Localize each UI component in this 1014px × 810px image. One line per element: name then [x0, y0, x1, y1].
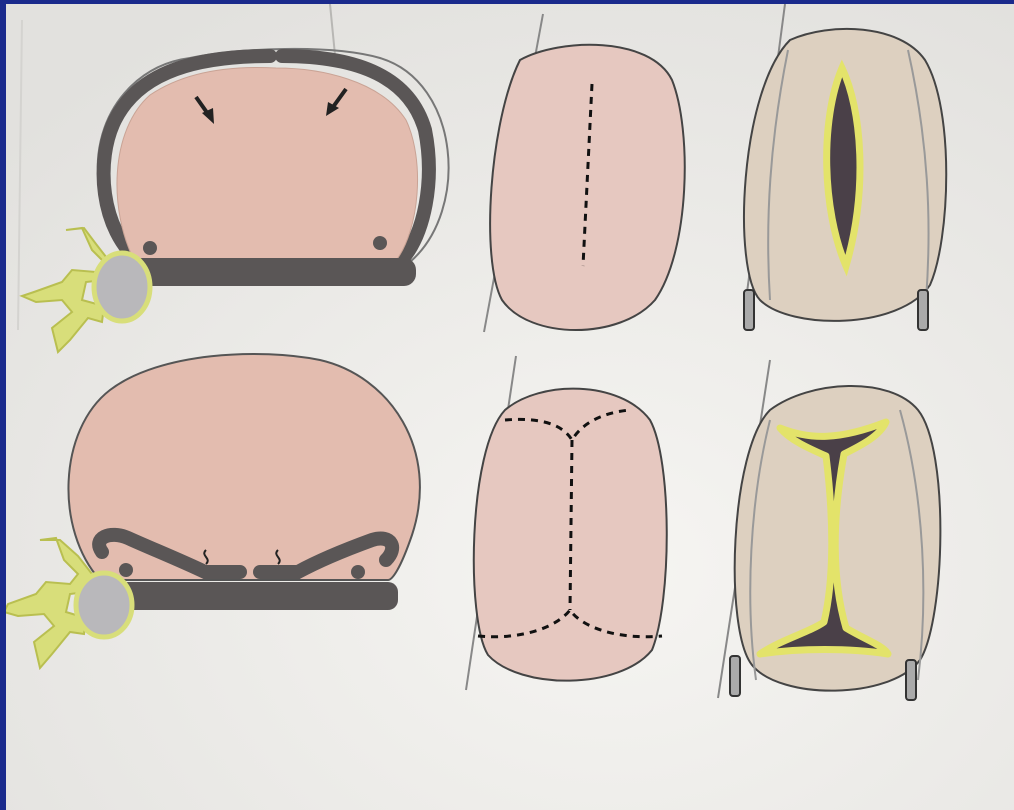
frame-border: [0, 0, 6, 810]
retractor-leg: [730, 656, 740, 696]
retractor-leg: [906, 660, 916, 700]
kidney-dot: [351, 565, 365, 579]
frame-border: [0, 0, 1014, 4]
kidney-dot: [373, 236, 387, 250]
kidney-dot: [119, 563, 133, 577]
posterior-wall-bar: [118, 582, 398, 610]
posterior-wall-bar: [130, 258, 416, 286]
retractor-leg: [918, 290, 928, 330]
abdomen-outline: [490, 45, 685, 330]
abdominal-cavity: [117, 67, 418, 262]
kidney-dot: [143, 241, 157, 255]
retractor-leg: [744, 290, 754, 330]
